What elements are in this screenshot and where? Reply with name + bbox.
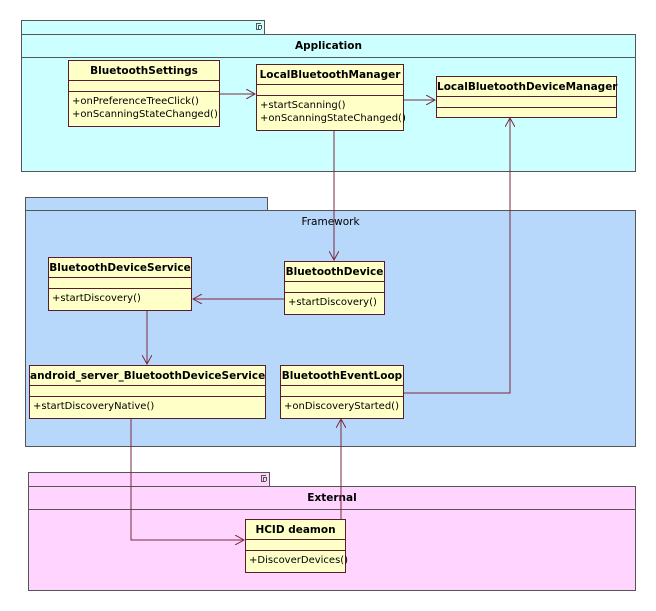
class-operations: +DiscoverDevices() xyxy=(246,550,349,569)
package-external-title: External xyxy=(307,492,357,504)
class-operations: +startDiscovery() xyxy=(49,288,191,307)
class-bluetooth-device-service: BluetoothDeviceService +startDiscovery() xyxy=(48,257,192,311)
operation: +startDiscoveryNative() xyxy=(33,401,155,412)
operation: +startScanning() xyxy=(260,100,346,111)
class-name: BluetoothSettings xyxy=(90,65,198,77)
class-android-server-bluetooth-device-service: android_server_BluetoothDeviceService +s… xyxy=(29,365,266,419)
class-name: HCID deamon xyxy=(255,524,336,536)
package-application-title: Application xyxy=(295,40,362,52)
component-icon xyxy=(261,475,267,482)
class-bluetooth-settings: BluetoothSettings +onPreferenceTreeClick… xyxy=(68,60,220,127)
operation: +onScanningStateChanged() xyxy=(72,109,218,120)
class-bluetooth-event-loop: BluetoothEventLoop +onDiscoveryStarted() xyxy=(280,365,404,419)
operation: +onScanningStateChanged() xyxy=(260,113,406,124)
class-operations: +startDiscoveryNative() xyxy=(30,396,265,415)
operation: +onDiscoveryStarted() xyxy=(284,401,399,412)
edge-androidserver-to-hcid xyxy=(130,419,244,540)
class-local-bluetooth-device-manager: LocalBluetoothDeviceManager xyxy=(436,76,618,118)
class-local-bluetooth-manager: LocalBluetoothManager +startScanning() +… xyxy=(256,64,406,131)
component-icon xyxy=(256,23,262,30)
class-hcid-deamon: HCID deamon +DiscoverDevices() xyxy=(245,519,349,573)
package-external-divider xyxy=(29,509,635,510)
class-name: LocalBluetoothManager xyxy=(259,69,401,81)
class-name: BluetoothDeviceService xyxy=(49,262,191,274)
class-operations: +startDiscovery() xyxy=(285,292,384,311)
class-name: BluetoothDevice xyxy=(285,266,384,278)
class-name: LocalBluetoothDeviceManager xyxy=(437,81,618,93)
class-operations: +onPreferenceTreeClick() +onScanningStat… xyxy=(69,91,219,123)
operation: +onPreferenceTreeClick() xyxy=(72,96,199,107)
class-name: android_server_BluetoothDeviceService xyxy=(30,370,266,382)
package-application-divider xyxy=(22,57,635,58)
class-operations: +onDiscoveryStarted() xyxy=(281,396,403,415)
class-bluetooth-device: BluetoothDevice +startDiscovery() xyxy=(284,261,385,315)
class-name: BluetoothEventLoop xyxy=(281,370,403,382)
package-framework-title: Framework xyxy=(301,216,360,228)
class-operations: +startScanning() +onScanningStateChanged… xyxy=(257,95,406,127)
edge-eventloop-to-devicemanager xyxy=(404,118,510,394)
operation: +DiscoverDevices() xyxy=(249,555,349,566)
operation: +startDiscovery() xyxy=(288,297,377,308)
operation: +startDiscovery() xyxy=(52,293,141,304)
